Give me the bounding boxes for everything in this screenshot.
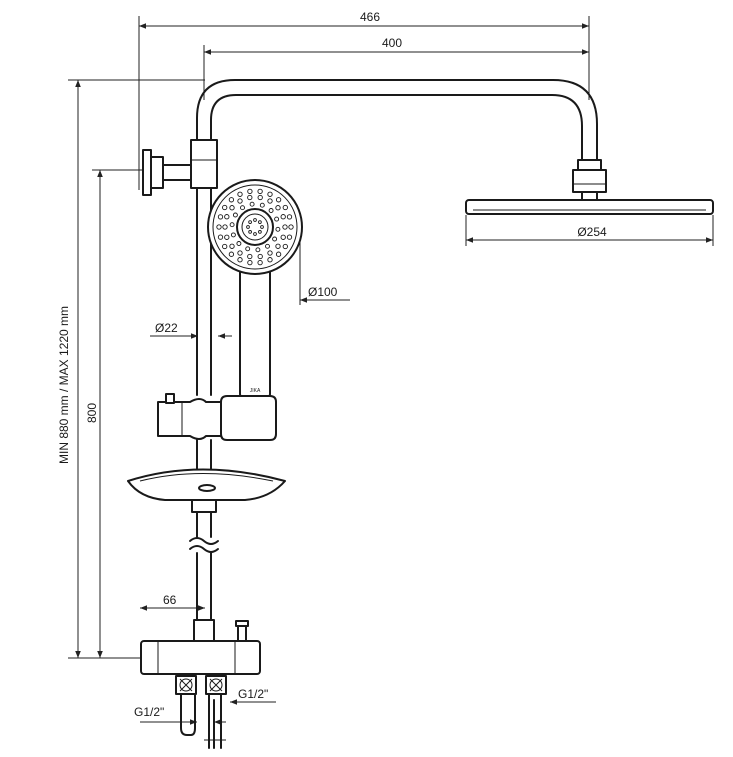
dimension-lines <box>68 16 714 725</box>
thermostatic-mixer <box>140 619 261 749</box>
wall-bracket <box>142 149 192 196</box>
dimension-label-800: 800 <box>85 403 99 423</box>
dimension-label-min-max-height: MIN 880 mm / MAX 1220 mm <box>57 306 71 464</box>
soap-dish <box>127 468 286 513</box>
rain-shower-head <box>465 199 714 215</box>
dimension-label-hand-shower-diameter: Ø100 <box>308 285 338 299</box>
slider-holder <box>157 393 277 441</box>
hand-shower-brand: JIKA <box>250 388 261 394</box>
dimension-label-rain-head-diameter: Ø254 <box>577 225 607 239</box>
dimension-label-66: 66 <box>163 593 177 607</box>
dimension-label-inlet-left: G1/2" <box>134 705 164 719</box>
riser-pipe <box>189 139 219 621</box>
overhead-arm <box>196 79 607 201</box>
dimension-label-inlet-right: G1/2" <box>238 687 268 701</box>
dimension-label-rail-diameter: Ø22 <box>155 321 178 335</box>
dimension-label-400: 400 <box>382 36 402 50</box>
dimension-label-466: 466 <box>360 10 380 24</box>
hand-shower: JIKA <box>207 179 303 401</box>
